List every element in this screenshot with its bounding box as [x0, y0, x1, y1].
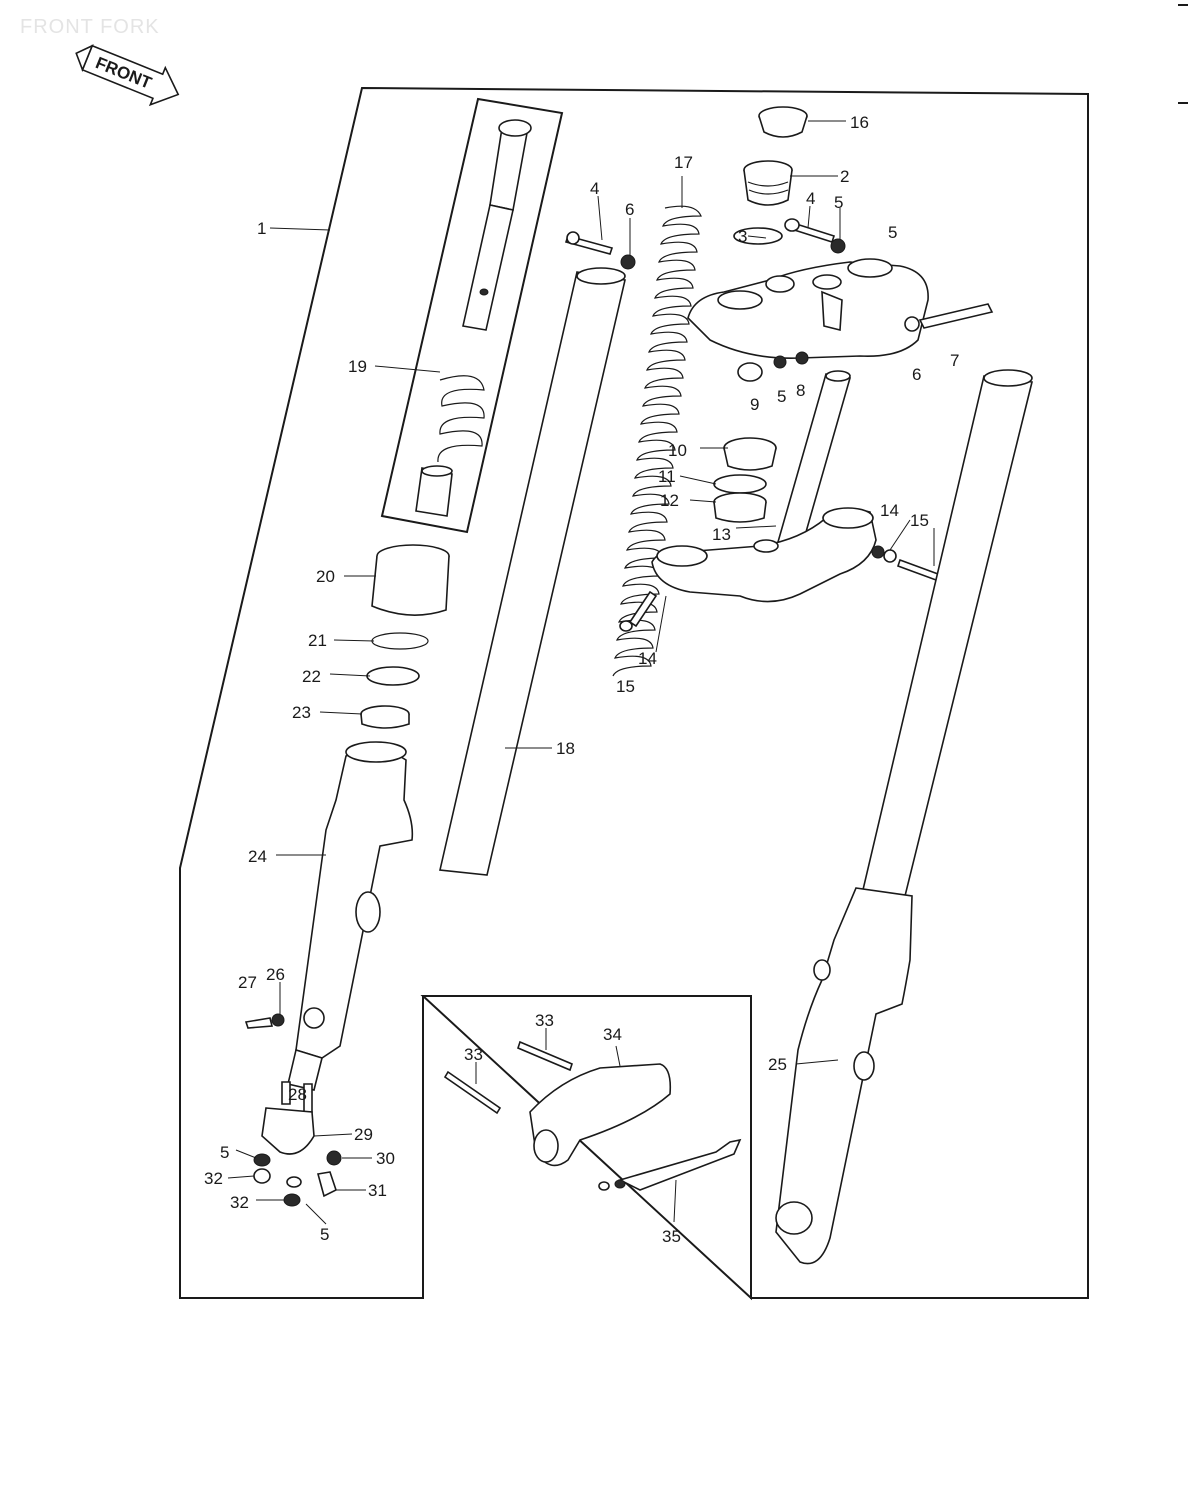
callout-21: 21 [308, 631, 327, 650]
callout-7: 7 [950, 351, 959, 370]
page-heading: FRONT FORK [20, 16, 160, 38]
callout-5-clamp: 5 [888, 223, 897, 242]
callout-8: 8 [796, 381, 805, 400]
damper-rod-assembly [415, 119, 532, 517]
bushing-23 [360, 705, 410, 729]
upper-triple-clamp [687, 258, 994, 359]
callout-4-right: 4 [806, 189, 815, 208]
callout-32-lower: 32 [230, 1193, 249, 1212]
callout-25: 25 [768, 1055, 787, 1074]
callout-27: 27 [238, 973, 257, 992]
nut-9 [737, 362, 763, 382]
callout-23: 23 [292, 703, 311, 722]
callout-28: 28 [288, 1085, 307, 1104]
fork-tube-18 [439, 267, 626, 876]
callout-4: 4 [590, 179, 599, 198]
bolt-4-left [564, 231, 636, 270]
fork-brace-34 [529, 1063, 672, 1167]
left-outer-tube-24 [287, 741, 414, 1091]
callout-22: 22 [302, 667, 321, 686]
callout-30: 30 [376, 1149, 395, 1168]
edge-mark-mid [1178, 102, 1188, 104]
callout-10: 10 [668, 441, 687, 460]
cap-16 [758, 106, 808, 138]
front-direction-arrow: FRONT [75, 44, 180, 107]
callout-5-nut: 5 [777, 387, 786, 406]
callout-17: 17 [674, 153, 693, 172]
dust-seal-20 [371, 544, 450, 616]
retaining-ring-21 [371, 632, 429, 650]
edge-mark-top [1178, 4, 1188, 6]
washer-8 [795, 351, 809, 365]
o-ring-3 [733, 227, 783, 245]
callout-29: 29 [354, 1125, 373, 1144]
inner-frame [420, 995, 752, 1301]
callout-33-upper: 33 [535, 1011, 554, 1030]
lower-triple-clamp [619, 507, 940, 632]
cap-bolt-2 [743, 160, 793, 206]
callout-33-lower: 33 [464, 1045, 483, 1064]
callout-20: 20 [316, 567, 335, 586]
callout-19: 19 [348, 357, 367, 376]
callout-32-upper: 32 [204, 1169, 223, 1188]
axle-clamp-parts [244, 1013, 342, 1207]
callout-6-clamp: 6 [912, 365, 921, 384]
callout-3: 3 [738, 227, 747, 246]
damper-assembly-box [380, 97, 564, 534]
callout-18: 18 [556, 739, 575, 758]
callout-5-right: 5 [834, 193, 843, 212]
washer-5-mid [773, 355, 787, 369]
callout-6: 6 [625, 200, 634, 219]
pin-33-upper [517, 1040, 573, 1072]
fork-spring-17 [612, 205, 702, 677]
leader-lines [227, 120, 935, 1225]
callout-15-lower: 15 [616, 677, 635, 696]
callout-24: 24 [248, 847, 267, 866]
oil-seal-22 [366, 666, 420, 686]
callout-2: 2 [840, 167, 849, 186]
callout-34: 34 [603, 1025, 622, 1044]
callout-5-bottom: 5 [320, 1225, 329, 1244]
right-fork-assembly-25 [775, 369, 1033, 1265]
callout-14-lower: 14 [638, 649, 657, 668]
callout-13: 13 [712, 525, 731, 544]
bolt-4-right [784, 218, 846, 254]
bearing-stack [713, 437, 777, 523]
callout-35: 35 [662, 1227, 681, 1246]
callout-12: 12 [660, 491, 679, 510]
callout-5-axle: 5 [220, 1143, 229, 1162]
callout-14-right: 14 [880, 501, 899, 520]
bracket-35 [598, 1138, 742, 1191]
callout-16: 16 [850, 113, 869, 132]
callout-labels: 1 2 3 4 6 4 5 5 16 17 19 6 7 9 5 8 10 11… [204, 113, 959, 1246]
callout-31: 31 [368, 1181, 387, 1200]
pin-33-lower [443, 1070, 502, 1115]
callout-1: 1 [257, 219, 266, 238]
callout-15-right: 15 [910, 511, 929, 530]
callout-11: 11 [658, 467, 676, 486]
callout-26: 26 [266, 965, 285, 984]
callout-9: 9 [750, 395, 759, 414]
